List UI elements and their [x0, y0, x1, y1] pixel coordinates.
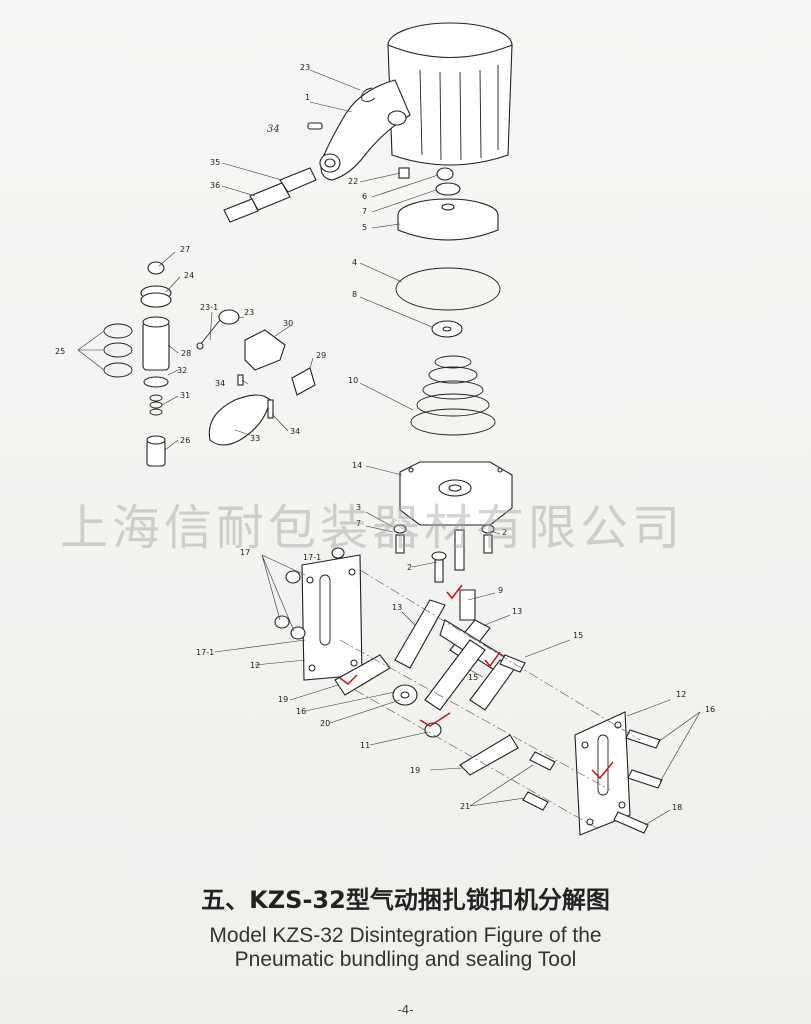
nuts-washers-17: [274, 547, 345, 640]
nut-6: [436, 167, 454, 181]
label-18: 18: [672, 803, 682, 812]
piston-5: [397, 198, 499, 241]
label-16-right: 16: [705, 705, 715, 714]
label-27: 27: [180, 245, 190, 254]
label-6: 6: [362, 192, 367, 201]
label-7-top: 7: [362, 207, 367, 216]
label-11: 11: [360, 741, 370, 750]
check-mark-1: [446, 584, 463, 600]
label-23-mid: 23: [244, 308, 254, 317]
check-mark-5: [591, 761, 614, 780]
title-chinese: 五、KZS-32型气动捆扎锁扣机分解图: [201, 886, 610, 914]
label-12-left: 12: [250, 661, 260, 670]
label-34-top: 34: [267, 124, 280, 135]
label-34-mid: 34: [215, 379, 225, 388]
pins-15-21: [499, 654, 556, 811]
label-26: 26: [180, 436, 190, 445]
leader-lines: [77, 69, 701, 826]
label-15-mid: 15: [468, 673, 478, 682]
label-35: 35: [210, 158, 220, 167]
title-english-line-2: Pneumatic bundling and sealing Tool: [234, 948, 577, 971]
o-ring-4: [395, 267, 501, 311]
label-2-right: 2: [502, 528, 507, 537]
title-english-line-1: Model KZS-32 Disintegration Figure of th…: [209, 924, 602, 947]
label-28: 28: [181, 349, 191, 358]
bolts-16-18: [613, 729, 663, 834]
set-screw-22: [398, 167, 410, 179]
label-29: 29: [316, 351, 326, 360]
label-12-right: 12: [676, 690, 686, 699]
check-mark-2: [484, 651, 501, 668]
label-33: 33: [250, 434, 260, 443]
label-16-left: 16: [296, 707, 306, 716]
trigger-assembly: [196, 309, 316, 446]
label-1: 1: [305, 93, 310, 102]
left-side-plate-12: [301, 554, 363, 681]
label-24: 24: [184, 271, 194, 280]
conical-spring-10: [410, 355, 496, 436]
label-10: 10: [348, 376, 358, 385]
check-mark-3: [339, 674, 358, 685]
cylinder-screws: [393, 524, 495, 583]
label-4: 4: [352, 258, 357, 267]
label-7-low: 7: [356, 519, 361, 528]
linkage-arms-13: [394, 589, 516, 711]
label-13-right: 13: [512, 607, 522, 616]
label-23-top: 23: [300, 63, 310, 72]
company-watermark: 上海信耐包装器材有限公司: [60, 500, 685, 556]
label-13-left: 13: [392, 603, 402, 612]
right-side-plate-12: [574, 711, 631, 836]
screw-34-top: [307, 122, 323, 130]
label-25: 25: [55, 347, 65, 356]
label-19-left: 19: [278, 695, 288, 704]
label-17-1-top: 17-1: [303, 553, 321, 562]
check-mark-4: [419, 712, 451, 727]
label-19-low: 19: [410, 766, 420, 775]
label-36: 36: [210, 181, 220, 190]
motor-housing: [319, 22, 513, 181]
rollers-16-20: [392, 684, 442, 738]
label-23-1: 23-1: [200, 303, 218, 312]
label-8: 8: [352, 290, 357, 299]
label-30: 30: [283, 319, 293, 328]
circlip-23: [361, 87, 376, 103]
label-22: 22: [348, 177, 358, 186]
washer-7-top: [435, 182, 461, 196]
valve-assembly: [103, 261, 172, 467]
label-3: 3: [356, 503, 361, 512]
label-20: 20: [320, 719, 330, 728]
label-14: 14: [352, 461, 362, 470]
page-number: -4-: [397, 1003, 414, 1017]
exploded-view-diagram: 23 1 34 35 36 22 6 7 5 4 8 10 27 24 25 2…: [55, 22, 715, 836]
label-21: 21: [460, 802, 470, 811]
label-17-1-left: 17-1: [196, 648, 214, 657]
air-inlet-fitting: [223, 167, 317, 223]
label-31: 31: [180, 391, 190, 400]
label-2-left: 2: [407, 563, 412, 572]
label-34-low: 34: [290, 427, 300, 436]
label-17: 17: [240, 548, 250, 557]
label-32: 32: [177, 366, 187, 375]
label-5: 5: [362, 223, 367, 232]
cylinder-base-14: [399, 461, 513, 526]
label-9: 9: [498, 586, 503, 595]
label-15-right: 15: [573, 631, 583, 640]
